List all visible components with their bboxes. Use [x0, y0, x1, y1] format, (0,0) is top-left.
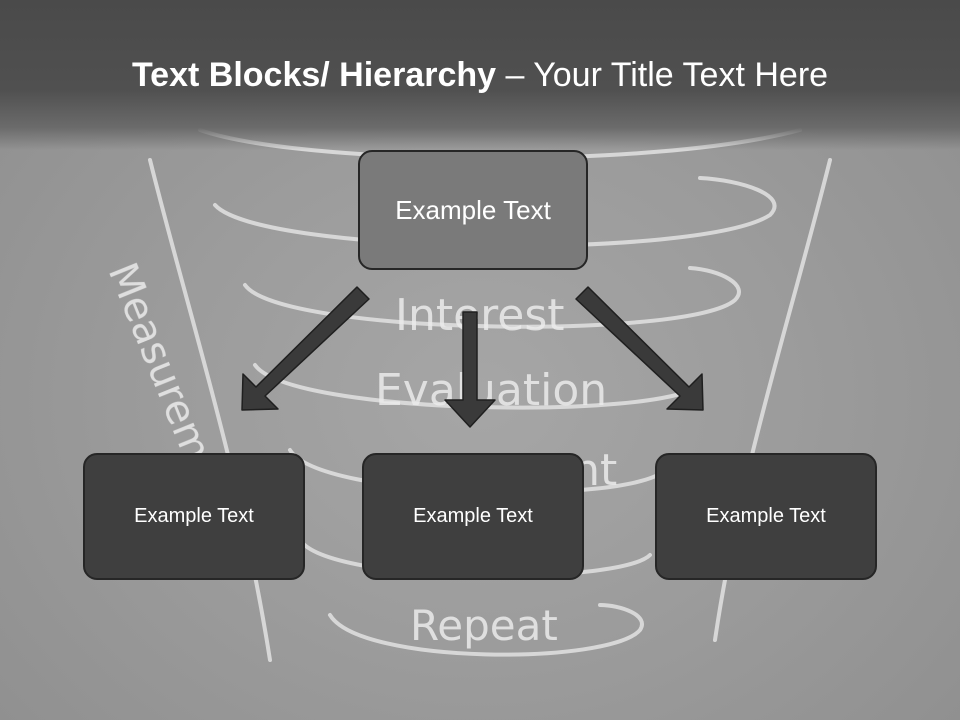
chalk-word: Interest — [395, 290, 565, 341]
title-band — [0, 0, 960, 150]
title-bold: Text Blocks/ Hierarchy — [131, 56, 497, 94]
chalk-word: Repeat — [410, 601, 558, 650]
arrow-to-center — [444, 311, 496, 428]
child-node-label: Example Text — [134, 505, 254, 527]
arrow-to-left — [241, 286, 370, 411]
funnel-ring — [243, 266, 741, 329]
arrow-to-right — [575, 286, 704, 411]
funnel-ring — [213, 176, 777, 248]
root-node-label: Example Text — [395, 194, 551, 225]
funnel-left-line — [148, 158, 272, 662]
child-node-left[interactable]: Example Text — [83, 453, 305, 580]
page-title: Text Blocks/ Hierarchy – Your Title Text… — [0, 50, 960, 100]
child-node-center[interactable]: Example Text — [362, 453, 584, 580]
child-node-label: Example Text — [706, 505, 826, 527]
root-node[interactable]: Example Text — [358, 150, 588, 270]
chalk-word: Evaluation — [375, 365, 607, 416]
child-node-right[interactable]: Example Text — [655, 453, 877, 580]
child-node-label: Example Text — [413, 505, 533, 527]
title-regular: – Your Title Text Here — [496, 56, 829, 94]
funnel-ring — [328, 603, 644, 657]
